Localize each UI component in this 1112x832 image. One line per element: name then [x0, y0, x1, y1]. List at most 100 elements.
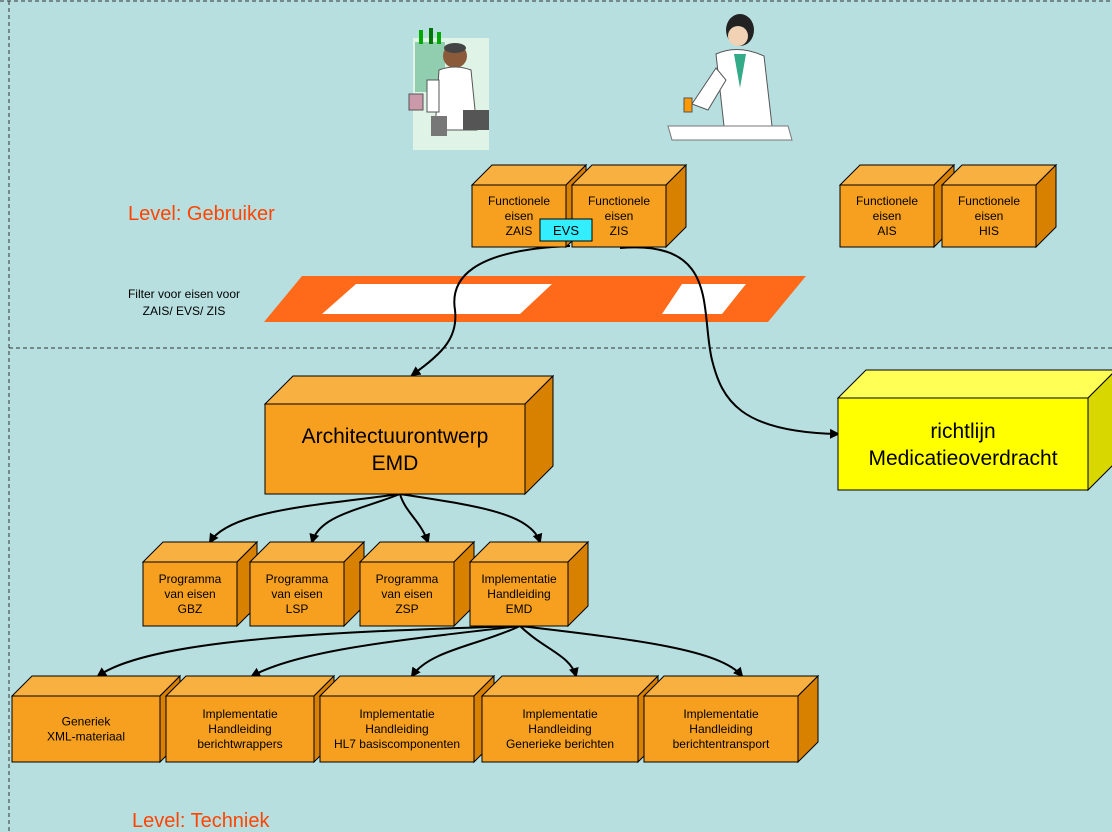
box-label-line: Programma: [376, 572, 439, 586]
box-front-face: [839, 184, 935, 248]
box-top-face: [10, 675, 182, 697]
box-front-face: [643, 695, 799, 763]
box-label-line: EMD: [506, 602, 533, 616]
box-front-face: [165, 695, 315, 763]
box-label-line: Generieke berichten: [506, 737, 614, 751]
box-label-line: Implementatie: [481, 572, 557, 586]
box-label-line: Handleiding: [365, 722, 428, 736]
doctor-icon: [667, 14, 793, 141]
box-front-face: [469, 561, 569, 627]
box-label-line: Implementatie: [359, 707, 435, 721]
box-front-face: [264, 403, 526, 495]
filter-label: Filter voor eisen voor ZAIS/ EVS/ ZIS: [128, 287, 240, 318]
arrow-arch-to-zsp: [399, 493, 430, 544]
filter-band: [264, 276, 806, 322]
box-top-face: [642, 675, 820, 697]
box-front-face: [359, 561, 455, 627]
box-label-line: Handleiding: [487, 587, 550, 601]
box-label-line: ZIS: [610, 224, 629, 238]
box-label-line: eisen: [505, 209, 534, 223]
box-label-line: AIS: [877, 224, 896, 238]
box-label-line: Handleiding: [528, 722, 591, 736]
arrow-emd-to-wrap: [250, 625, 521, 677]
box-impl-trans: ImplementatieHandleidingberichtentranspo…: [642, 674, 820, 764]
box-top-face: [263, 375, 555, 405]
box-evs: EVS: [539, 218, 593, 242]
box-label-line: Functionele: [958, 194, 1020, 208]
evs-badge: [539, 218, 593, 242]
box-label-line: ZAIS: [506, 224, 533, 238]
box-front-face: [11, 695, 161, 763]
arrow-zis-to-richtlijn: [619, 246, 840, 439]
box-label-line: richtlijn: [930, 420, 995, 443]
box-label-line: Functionele: [856, 194, 918, 208]
box-label-line: berichtentransport: [673, 737, 770, 751]
box-label-line: Generiek: [62, 715, 112, 729]
box-label-line: XML-materiaal: [47, 730, 125, 744]
arrow-arch-to-gbz: [208, 493, 401, 544]
box-label-line: eisen: [975, 209, 1004, 223]
diagram-boxes: FunctioneleeisenZAISFunctioneleeisenZISF…: [10, 163, 1112, 764]
box-top-face: [836, 369, 1112, 399]
box-label-line: Handleiding: [689, 722, 752, 736]
arrow-arch-to-lsp: [309, 493, 401, 544]
box-label-line: HL7 basiscomponenten: [334, 737, 460, 751]
evs-label: EVS: [553, 223, 579, 238]
box-label-line: eisen: [873, 209, 902, 223]
box-label-line: van eisen: [271, 587, 322, 601]
filter-label-line-1: Filter voor eisen voor: [128, 287, 240, 301]
box-label-line: Programma: [266, 572, 329, 586]
box-label-line: Programma: [159, 572, 222, 586]
box-front-face: [481, 695, 639, 763]
box-label-line: Handleiding: [208, 722, 271, 736]
box-label-line: Functionele: [488, 194, 550, 208]
connectors: [96, 245, 840, 678]
box-label-line: Architectuurontwerp: [302, 425, 489, 448]
arrow-emd-to-xml: [96, 625, 521, 678]
box-label-line: berichtwrappers: [197, 737, 282, 751]
arrow-emd-to-trans: [519, 625, 744, 678]
box-label-line: ZSP: [395, 602, 418, 616]
box-top-face: [318, 675, 496, 697]
box-label-line: eisen: [605, 209, 634, 223]
arrow-evs-to-arch: [410, 245, 571, 377]
box-front-face: [319, 695, 475, 763]
box-label-line: Functionele: [588, 194, 650, 208]
box-label-line: Implementatie: [202, 707, 278, 721]
pharmacist-icon: [408, 28, 489, 150]
filter-label-line-2: ZAIS/ EVS/ ZIS: [143, 304, 226, 318]
box-front-face: [837, 397, 1089, 491]
level-label-techniek: Level: Techniek: [132, 810, 271, 832]
box-label-line: Implementatie: [522, 707, 598, 721]
box-label-line: HIS: [979, 224, 999, 238]
box-front-face: [941, 184, 1037, 248]
level-label-gebruiker: Level: Gebruiker: [128, 203, 275, 225]
box-label-line: van eisen: [164, 587, 215, 601]
arrow-arch-to-emd: [399, 493, 543, 544]
box-top-face: [164, 675, 336, 697]
box-label-line: van eisen: [381, 587, 432, 601]
arrow-emd-to-hl7: [410, 625, 521, 678]
box-label-line: Medicatieoverdracht: [868, 447, 1057, 470]
box-front-face: [249, 561, 345, 627]
box-label-line: LSP: [286, 602, 309, 616]
box-label-line: EMD: [372, 452, 419, 475]
arrow-emd-to-gen: [519, 625, 579, 678]
box-front-face: [142, 561, 238, 627]
box-label-line: Implementatie: [683, 707, 759, 721]
box-label-line: GBZ: [178, 602, 203, 616]
